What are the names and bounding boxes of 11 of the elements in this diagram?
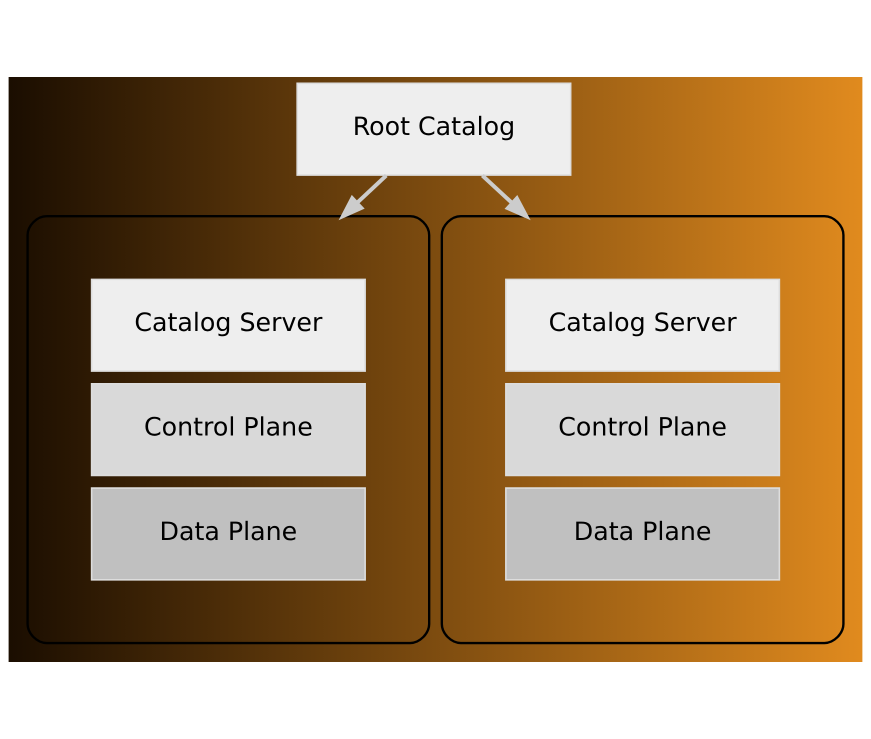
node-box: Control Plane xyxy=(505,382,780,476)
node-box: Root Catalog xyxy=(296,82,572,176)
node-box: Data Plane xyxy=(90,487,366,581)
node-box: Data Plane xyxy=(505,487,780,581)
arrow xyxy=(338,174,388,220)
node-box: Catalog Server xyxy=(505,278,780,372)
cluster xyxy=(26,214,430,644)
node-box: Control Plane xyxy=(90,382,366,476)
node-box: Catalog Server xyxy=(90,278,366,372)
cluster xyxy=(440,214,845,644)
arrow xyxy=(480,174,531,220)
